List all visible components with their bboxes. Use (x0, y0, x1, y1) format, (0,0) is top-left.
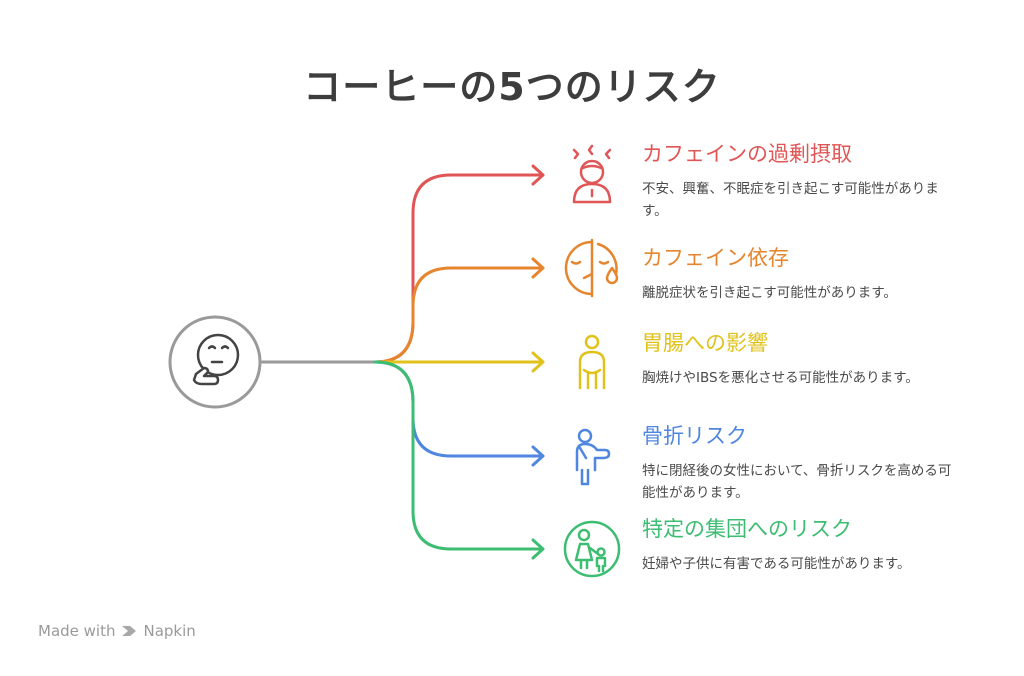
connector-2 (373, 257, 545, 364)
crying-face-icon (564, 238, 619, 298)
item-title: カフェイン依存 (642, 246, 789, 270)
thinking-face-icon (192, 333, 240, 386)
item-title: 特定の集団へのリスク (642, 517, 852, 541)
connector-4 (373, 360, 545, 467)
item-title: 胃腸への影響 (642, 331, 768, 355)
item-desc: 特に閉経後の女性において、骨折リスクを高める可能性があります。 (642, 463, 952, 501)
risk-item-fracture: 骨折リスク 特に閉経後の女性において、骨折リスクを高める可能性があります。 (642, 422, 962, 504)
stressed-person-icon (572, 144, 612, 204)
mother-child-icon (563, 520, 621, 578)
injured-person-icon (575, 428, 611, 486)
napkin-watermark: Made with Napkin (38, 622, 196, 640)
item-desc: 妊婦や子供に有害である可能性があります。 (642, 556, 911, 572)
item-desc: 離脱症状を引き起こす可能性があります。 (642, 285, 897, 301)
stomach-ache-person-icon (578, 334, 606, 390)
center-circle (168, 315, 262, 409)
item-desc: 胸焼けやIBSを悪化させる可能性があります。 (642, 370, 919, 386)
footer-label: Made with (38, 622, 116, 640)
item-desc: 不安、興奮、不眠症を引き起こす可能性があります。 (642, 181, 939, 219)
connector-5 (373, 360, 545, 560)
napkin-logo-icon (122, 626, 137, 636)
item-title: カフェインの過剰摂取 (642, 142, 852, 166)
risk-item-specific-groups: 特定の集団へのリスク 妊婦や子供に有害である可能性があります。 (642, 515, 962, 575)
footer-brand: Napkin (143, 622, 196, 640)
page-title: コーヒーの5つのリスク (303, 65, 721, 109)
item-title: 骨折リスク (642, 424, 747, 448)
risk-item-caffeine-dependence: カフェイン依存 離脱症状を引き起こす可能性があります。 (642, 244, 962, 304)
risk-item-caffeine-overdose: カフェインの過剰摂取 不安、興奮、不眠症を引き起こす可能性があります。 (642, 140, 962, 222)
connector-1 (373, 164, 545, 364)
risk-item-gastrointestinal: 胃腸への影響 胸焼けやIBSを悪化させる可能性があります。 (642, 329, 962, 389)
connector-3 (373, 351, 545, 373)
